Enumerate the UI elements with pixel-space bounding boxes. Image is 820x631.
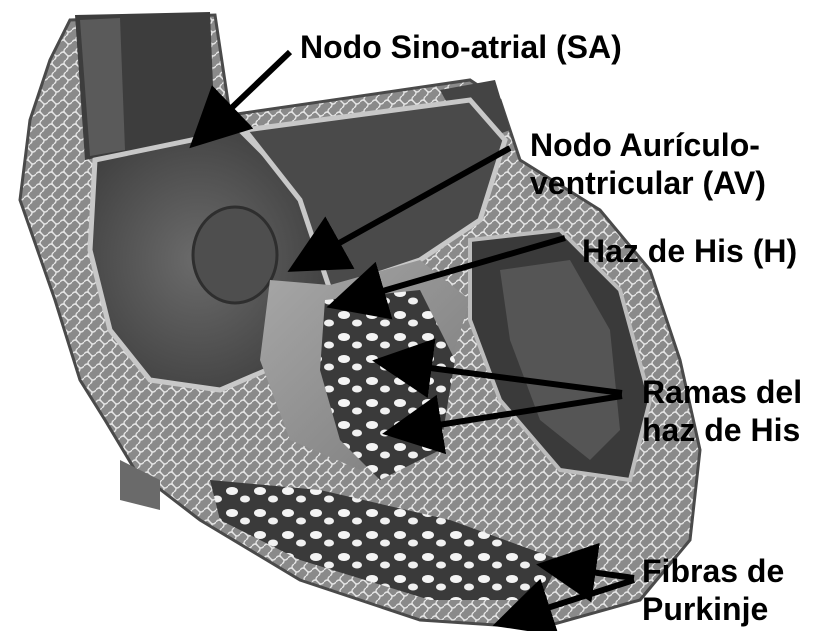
arrow-purkinje-lower: [504, 580, 634, 622]
arrow-sa-node: [198, 52, 290, 140]
label-his-bundle: Haz de His (H): [582, 232, 797, 270]
his-branches-text-line2: haz de His: [642, 411, 802, 449]
av-node-text-line1: Nodo Aurículo-: [530, 126, 766, 164]
label-purkinje-fibers: Fibras de Purkinje: [642, 552, 784, 628]
label-sa-node: Nodo Sino-atrial (SA): [300, 28, 622, 66]
sa-node-text: Nodo Sino-atrial (SA): [300, 29, 622, 65]
arrow-his-bundle: [338, 238, 565, 304]
arrow-purkinje-upper: [548, 566, 634, 578]
label-his-branches: Ramas del haz de His: [642, 373, 802, 449]
arrow-his-branch-upper: [384, 362, 622, 393]
his-bundle-text: Haz de His (H): [582, 233, 797, 269]
his-branches-text-line1: Ramas del: [642, 373, 802, 411]
purkinje-text-line1: Fibras de: [642, 552, 784, 590]
purkinje-text-line2: Purkinje: [642, 590, 784, 628]
arrow-his-branch-lower: [394, 396, 622, 432]
av-node-text-line2: ventricular (AV): [530, 164, 766, 202]
arrow-av-node: [298, 148, 510, 266]
label-av-node: Nodo Aurículo- ventricular (AV): [530, 126, 766, 202]
